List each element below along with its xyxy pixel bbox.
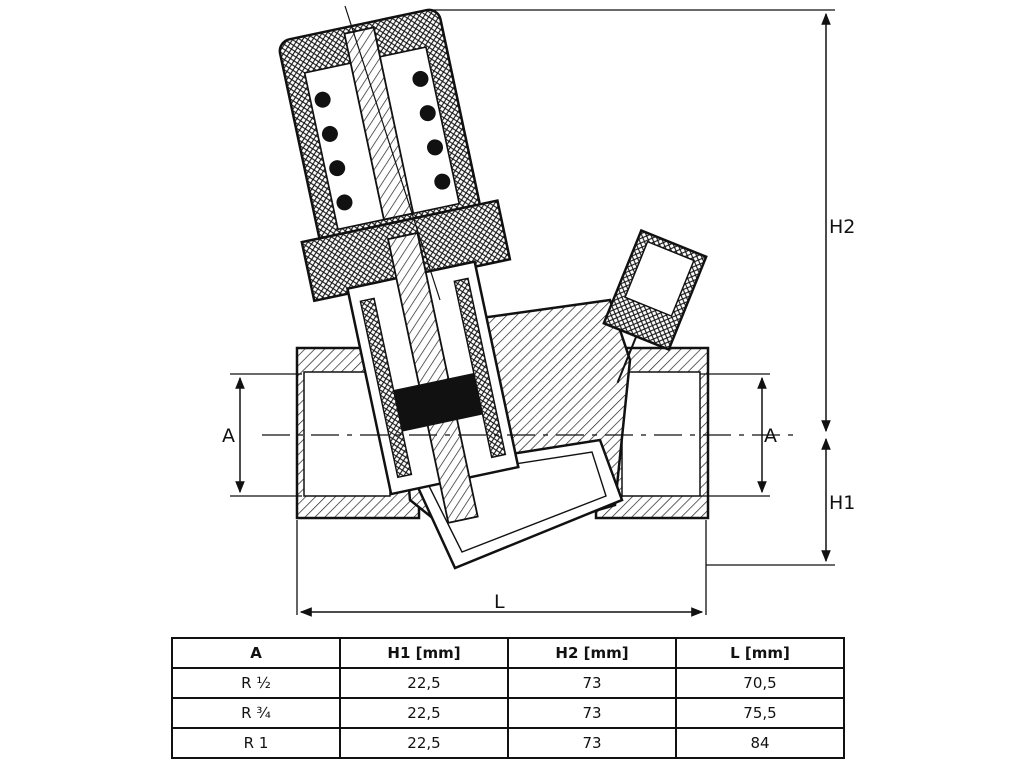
piston-sleeve-right <box>453 277 507 459</box>
header-a: A <box>171 637 341 669</box>
dimension-lines <box>235 12 831 617</box>
bonnet-assembly <box>278 8 520 524</box>
a-left-label: A <box>222 425 235 447</box>
right-bore <box>621 371 701 497</box>
cell-h1: 22,5 <box>339 697 509 729</box>
cell-l: 75,5 <box>675 697 845 729</box>
cell-h2: 73 <box>507 667 677 699</box>
header-h2: H2 [mm] <box>507 637 677 669</box>
cell-a: R ½ <box>171 667 341 699</box>
table-row: R ¾ 22,5 73 75,5 <box>171 697 845 729</box>
l-label: L <box>494 591 505 613</box>
h2-label: H2 <box>829 216 855 238</box>
cell-l: 70,5 <box>675 667 845 699</box>
bonnet-axis-line <box>344 5 441 301</box>
header-l: L [mm] <box>675 637 845 669</box>
gauge-port <box>602 228 708 384</box>
cell-h2: 73 <box>507 697 677 729</box>
piston-sleeve-left <box>359 297 413 479</box>
cell-h2: 73 <box>507 727 677 759</box>
header-h1: H1 [mm] <box>339 637 509 669</box>
a-right-label: A <box>764 425 777 447</box>
cell-a: R 1 <box>171 727 341 759</box>
extension-lines <box>230 9 835 615</box>
cell-h1: 22,5 <box>339 727 509 759</box>
valve-section-drawing: H2 H1 L A A <box>222 5 855 617</box>
cell-h1: 22,5 <box>339 667 509 699</box>
piston-stem <box>386 231 479 524</box>
table-row: R 1 22,5 73 84 <box>171 727 845 759</box>
dimensions-table: A H1 [mm] H2 [mm] L [mm] R ½ 22,5 73 70,… <box>171 637 845 759</box>
cell-a: R ¾ <box>171 697 341 729</box>
spring-coils <box>314 70 451 211</box>
table-row: R ½ 22,5 73 70,5 <box>171 667 845 699</box>
adjusting-spindle <box>343 26 415 221</box>
cell-l: 84 <box>675 727 845 759</box>
table-header-row: A H1 [mm] H2 [mm] L [mm] <box>171 637 845 669</box>
h1-label: H1 <box>829 492 855 514</box>
